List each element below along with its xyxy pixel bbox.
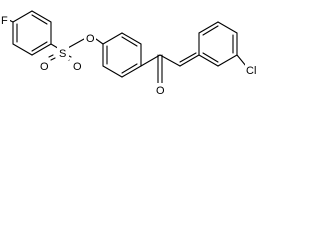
chlorophenyl-ring bbox=[198, 21, 238, 67]
chemical-structure-diagram: F S O O O O Cl bbox=[0, 10, 261, 97]
atom-label-o-ketone: O bbox=[154, 83, 166, 97]
carbonyl-alkene-bond bbox=[159, 54, 181, 67]
atom-label-f: F bbox=[0, 14, 10, 27]
svg-text:O: O bbox=[86, 33, 95, 45]
atom-label-o-sulfonyl-left: O bbox=[38, 59, 50, 73]
fluorophenyl-ring bbox=[12, 10, 52, 56]
svg-text:O: O bbox=[156, 85, 165, 97]
atom-label-o-ester: O bbox=[84, 31, 96, 45]
svg-text:S: S bbox=[59, 48, 66, 60]
ketone-double-bond bbox=[157, 54, 163, 84]
svg-text:O: O bbox=[73, 61, 82, 73]
alkene-double-bond bbox=[179, 52, 200, 67]
atom-label-o-sulfonyl-right: O bbox=[71, 59, 83, 73]
svg-text:O: O bbox=[40, 61, 49, 73]
svg-text:F: F bbox=[1, 15, 8, 27]
central-phenylene-ring bbox=[102, 32, 142, 78]
o-ester-aryl-bond bbox=[95, 38, 104, 45]
aryl-carbonyl-bond bbox=[140, 54, 161, 67]
atom-label-cl: Cl bbox=[245, 63, 261, 77]
c-cl-bond bbox=[236, 54, 247, 67]
svg-text:Cl: Cl bbox=[246, 65, 256, 77]
atom-label-s: S bbox=[57, 46, 69, 60]
